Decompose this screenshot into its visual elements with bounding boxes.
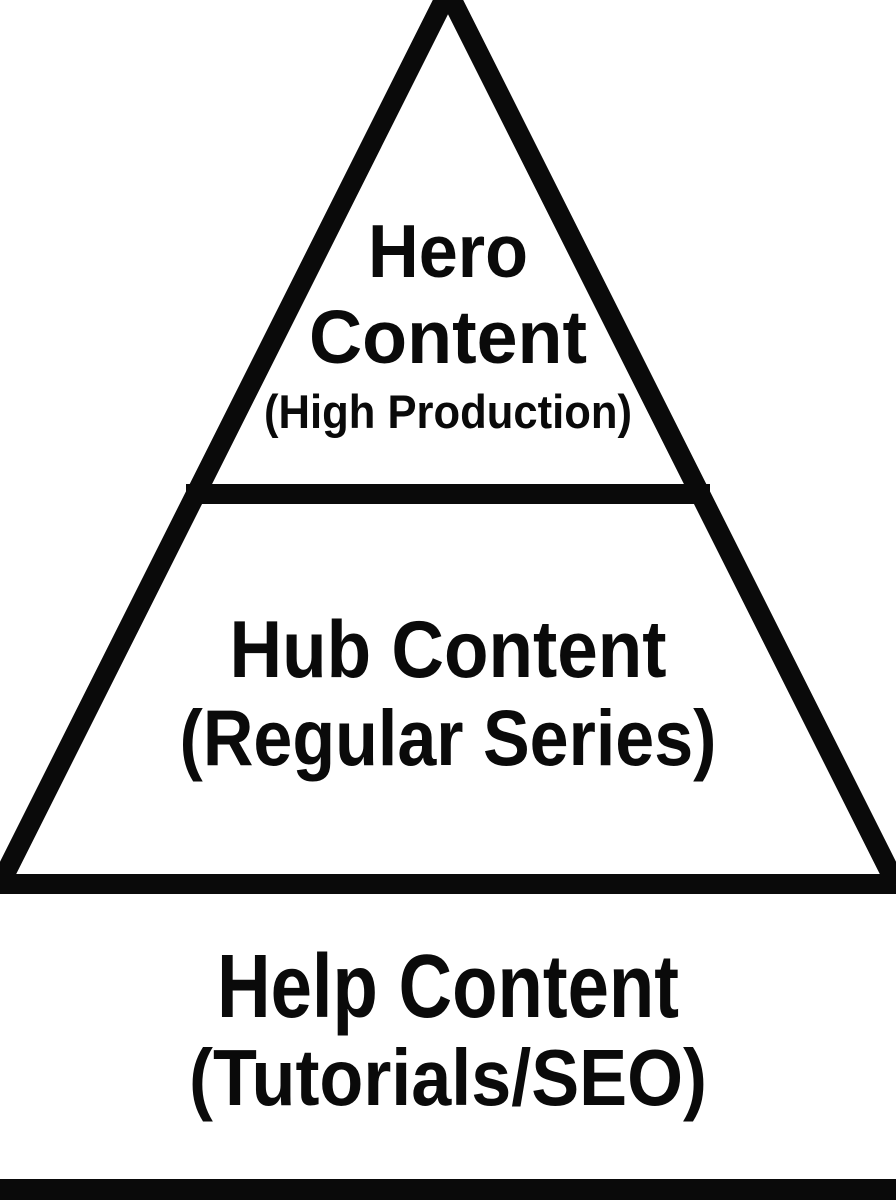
tier-help-sublabel: (Tutorials/SEO) [189,1033,707,1122]
tier-hub-sublabel: (Regular Series) [180,693,717,782]
pyramid-outline [0,0,896,894]
tier-hero-sublabel: (High Production) [264,385,632,438]
tier-hub-label: Hub Content [230,605,667,695]
tier-hero-label-line1: Hero [368,209,528,293]
tier-hero-label-line2: Content [309,295,587,379]
tier-help-label: Help Content [217,937,679,1037]
help-tier-bottom-bar [0,1179,896,1200]
